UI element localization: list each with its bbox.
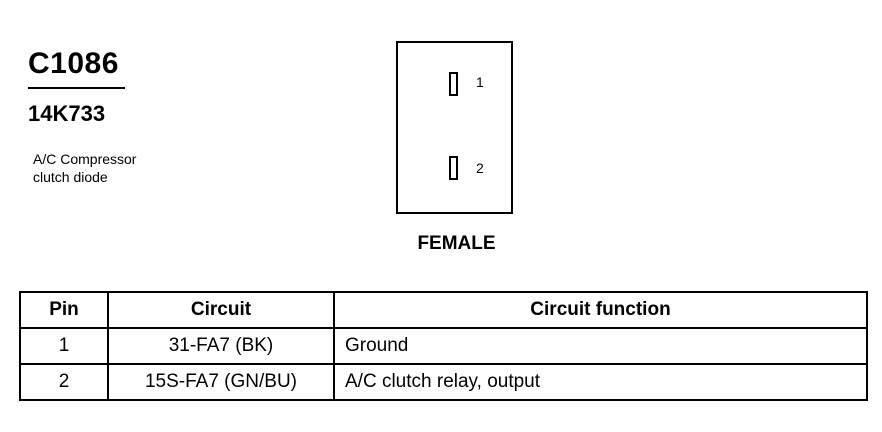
connector-gender-label: FEMALE [417, 233, 496, 254]
table-header-row: Pin Circuit Circuit function [19, 291, 868, 329]
pin-1-slot [449, 72, 458, 96]
header-circuit-function: Circuit function [333, 291, 868, 329]
pin-1-label: 1 [476, 74, 484, 90]
connector-id: C1086 [28, 47, 119, 80]
header-pin: Pin [19, 291, 109, 329]
cell-circuit: 15S-FA7 (GN/BU) [107, 363, 335, 401]
cell-circuit: 31-FA7 (BK) [107, 327, 335, 365]
connector-description: A/C Compressor clutch diode [33, 150, 193, 186]
cell-pin: 2 [19, 363, 109, 401]
cell-circuit-function: A/C clutch relay, output [333, 363, 868, 401]
table-row: 2 15S-FA7 (GN/BU) A/C clutch relay, outp… [19, 363, 868, 401]
table-row: 1 31-FA7 (BK) Ground [19, 327, 868, 365]
header-circuit: Circuit [107, 291, 335, 329]
connector-face-diagram: 1 2 [396, 41, 513, 214]
description-line-2: clutch diode [33, 169, 108, 185]
connector-id-underline [28, 87, 125, 89]
pin-table: Pin Circuit Circuit function 1 31-FA7 (B… [19, 291, 868, 401]
pin-2-label: 2 [476, 160, 484, 176]
cell-pin: 1 [19, 327, 109, 365]
pin-2-slot [449, 156, 458, 180]
description-line-1: A/C Compressor [33, 151, 137, 167]
cell-circuit-function: Ground [333, 327, 868, 365]
part-number: 14K733 [28, 101, 106, 126]
